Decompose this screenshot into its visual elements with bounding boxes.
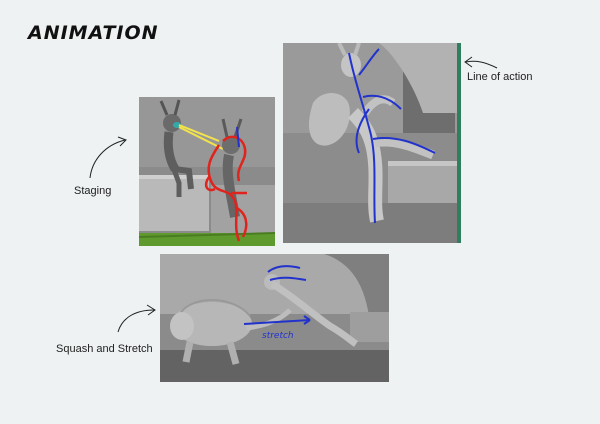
blue-motion-lines — [243, 265, 311, 325]
blue-action-lines — [348, 48, 436, 224]
squash-and-stretch-render: stretch — [160, 254, 389, 382]
page-title: ANIMATION — [28, 22, 159, 44]
squash-arrow — [117, 309, 155, 333]
staging-render — [139, 97, 275, 246]
staging-arrow — [89, 139, 126, 179]
stretch-annotation: stretch — [262, 331, 294, 341]
line-of-action-label: Line of action — [467, 71, 533, 83]
squash-and-stretch-label: Squash and Stretch — [56, 343, 153, 355]
staging-label: Staging — [74, 185, 112, 197]
line-of-action-render — [283, 43, 461, 243]
line-of-action-arrow — [465, 60, 498, 69]
red-action-lines — [204, 135, 248, 242]
